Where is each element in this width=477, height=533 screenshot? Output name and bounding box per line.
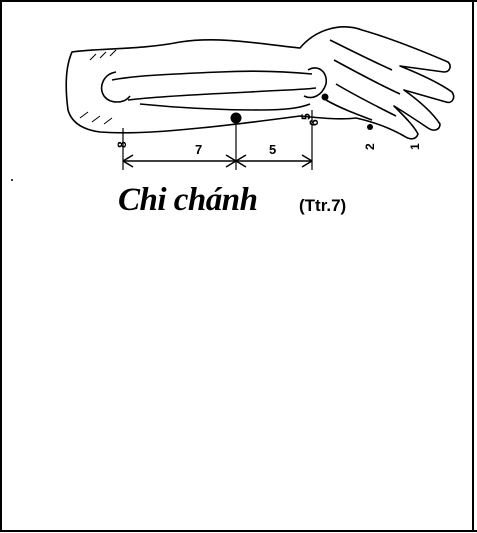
point-number-8: 8 [115, 141, 129, 148]
segment-label-5: 5 [269, 142, 276, 157]
point-number-2: 2 [363, 143, 377, 150]
acupoint-hand [367, 124, 373, 130]
forearm-outline-icon [66, 27, 453, 139]
figure-subtitle: (Ttr.7) [299, 196, 346, 216]
figure-title: Chi chánh [118, 182, 258, 219]
acupoint-chi-chanh [231, 113, 242, 124]
point-number-1: 1 [408, 143, 422, 150]
acupoint-wrist [322, 94, 329, 101]
point-number-5: 5 [299, 113, 313, 120]
segment-label-7: 7 [195, 142, 202, 157]
